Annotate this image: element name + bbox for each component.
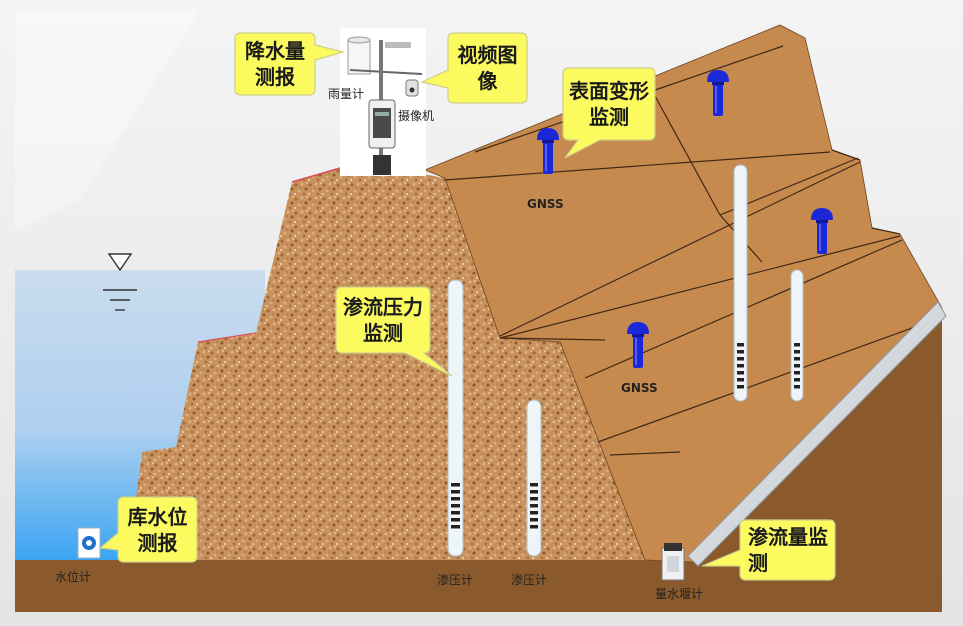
gnss-upper-label: GNSS <box>527 197 564 211</box>
dam-core-granular <box>128 168 645 560</box>
drain-pipe <box>687 301 947 567</box>
control-box <box>368 99 396 149</box>
water-level-triangle-icon <box>103 253 137 311</box>
callout-surface-deformation-line1: 表面变形 <box>569 79 649 103</box>
callout-rainfall: 降水量 测报 <box>235 33 315 95</box>
piezometer-tube-icon <box>790 269 804 402</box>
gnss-antenna-icon <box>537 128 559 174</box>
piezometer-tube-icon <box>733 164 748 402</box>
piezometer-tube-icon <box>447 279 464 557</box>
equipment-arm <box>349 69 423 75</box>
piezometer-tube-icon <box>526 399 542 557</box>
callout-video: 视频图 像 <box>448 33 527 103</box>
crest-monitoring-station <box>340 28 426 176</box>
camera-icon <box>405 79 419 97</box>
callout-seepage-pressure-line2: 监测 <box>363 321 403 345</box>
background-highlight <box>15 10 200 230</box>
gnss-antenna-icon <box>707 70 729 116</box>
callout-seepage-pressure-line1: 渗流压力 <box>343 295 423 319</box>
callout-reservoir-level: 库水位 测报 <box>118 497 197 562</box>
rain-gauge-label: 雨量计 <box>328 87 365 101</box>
piezometer-label-1: 渗压计 <box>437 573 474 587</box>
callout-video-line2: 像 <box>477 69 498 93</box>
weir-gauge-icon <box>661 543 685 581</box>
callout-rainfall-bubble <box>234 32 346 96</box>
water-level-gauge-label: 水位计 <box>55 570 92 584</box>
callout-surface-deformation: 表面变形 监测 <box>563 68 655 140</box>
callout-seepage-flow-line2: 测 <box>748 551 768 575</box>
callout-surface-deformation-bubble <box>562 67 656 159</box>
callout-seepage-flow: 渗流量监 测 <box>740 520 835 580</box>
sensor-bar <box>385 42 411 48</box>
callout-reservoir-level-bubble <box>98 496 198 563</box>
piezometer-label-2: 渗压计 <box>511 573 548 587</box>
weir-gauge-label: 量水堰计 <box>655 587 704 601</box>
camera-label: 摄像机 <box>398 109 435 123</box>
berm-edge-line <box>197 332 257 343</box>
gnss-lower-label: GNSS <box>621 381 658 395</box>
callout-seepage-pressure-bubble <box>335 286 453 377</box>
gnss-antenna-icon <box>811 208 833 254</box>
callout-seepage-flow-bubble <box>701 519 836 581</box>
callout-seepage-pressure: 渗流压力 监测 <box>336 287 430 353</box>
callout-reservoir-level-line1: 库水位 <box>127 504 188 529</box>
callout-video-bubble <box>420 32 528 104</box>
callout-rainfall-line2: 测报 <box>255 65 295 89</box>
equipment-base <box>373 155 391 175</box>
crest-edge-line <box>291 167 341 183</box>
gnss-antenna-icon <box>627 322 649 368</box>
water-level-gauge-icon <box>77 527 101 559</box>
callout-reservoir-level-line2: 测报 <box>137 530 178 555</box>
callout-rainfall-line1: 降水量 <box>245 39 305 63</box>
rain-gauge-icon <box>347 36 371 75</box>
callout-seepage-flow-line1: 渗流量监 <box>748 525 828 549</box>
callout-video-line1: 视频图 <box>457 43 518 67</box>
callout-surface-deformation-line2: 监测 <box>589 105 629 129</box>
